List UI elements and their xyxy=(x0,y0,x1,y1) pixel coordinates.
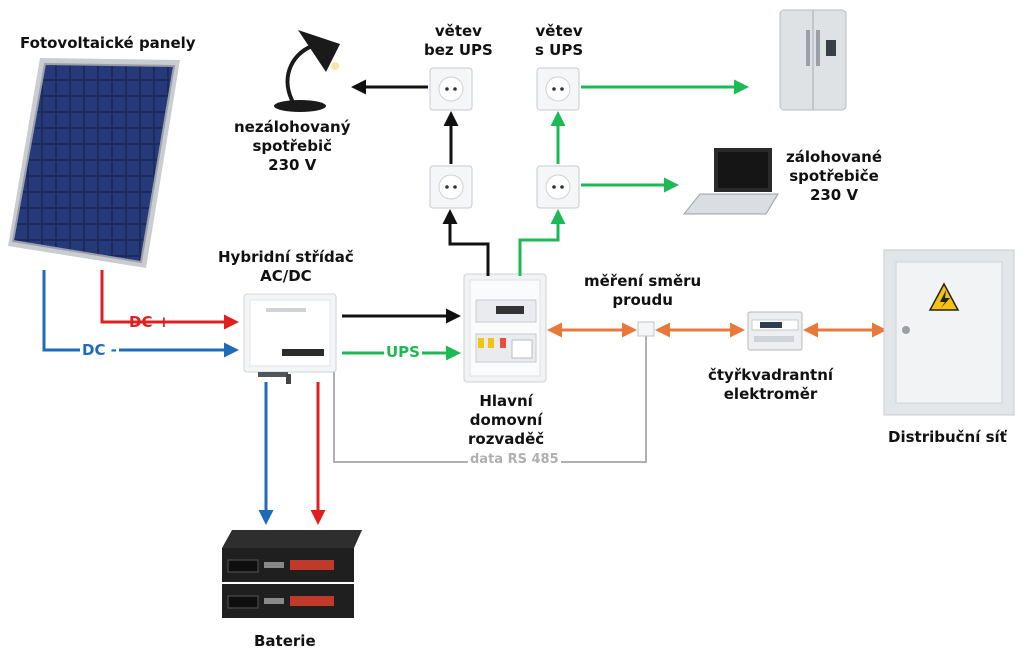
high-voltage-icon xyxy=(928,282,960,311)
unbacked-load-label: nezálohovaný spotřebič 230 V xyxy=(234,118,351,174)
ac-line-board-to-socket xyxy=(442,209,490,276)
dc-plus-line xyxy=(100,270,239,330)
solar-panel-icon xyxy=(8,58,180,268)
current-sensor-icon xyxy=(637,321,655,337)
dc-plus-label: DC + xyxy=(129,313,171,331)
grid-cabinet-icon xyxy=(883,249,1015,416)
flow-measure-label: měření směru proudu xyxy=(584,272,702,309)
laptop-icon xyxy=(682,148,779,215)
main-board-label: Hlavní domovní rozvaděč xyxy=(468,392,545,448)
backed-loads-label: zálohované spotřebiče 230 V xyxy=(786,148,883,204)
grid-label: Distribuční síť xyxy=(888,428,1007,446)
fridge-icon xyxy=(779,9,847,111)
lamp-icon xyxy=(274,30,340,112)
socket-icon xyxy=(536,165,580,209)
dc-minus-line xyxy=(42,270,239,358)
energy-meter-icon xyxy=(747,311,803,351)
data-rs485-label: data RS 485 xyxy=(468,452,561,467)
socket-icon xyxy=(429,67,473,111)
ups-line-board-to-socket xyxy=(518,209,566,276)
inverter-icon xyxy=(243,293,337,384)
battery-label: Baterie xyxy=(254,632,316,650)
dc-minus-label: DC - xyxy=(80,341,119,359)
inverter-label: Hybridní střídač AC/DC xyxy=(218,248,354,285)
socket-icon xyxy=(536,67,580,111)
pv-panels-label: Fotovoltaické panely xyxy=(20,34,196,52)
branch-no-ups-label: větev bez UPS xyxy=(424,22,493,59)
distribution-board-icon xyxy=(463,273,547,383)
socket-icon xyxy=(429,165,473,209)
battery-icon xyxy=(222,530,362,618)
branch-ups-label: větev s UPS xyxy=(535,22,584,59)
meter-label: čtyřkvadrantní elektroměr xyxy=(708,366,834,403)
ups-label: UPS xyxy=(384,343,422,361)
